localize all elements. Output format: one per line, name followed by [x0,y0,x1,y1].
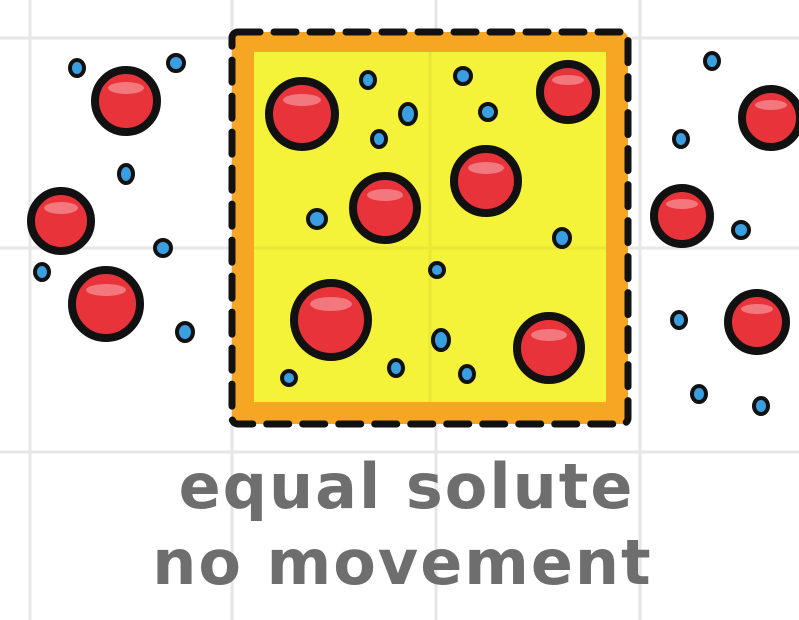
blue-water-molecule [754,398,768,414]
blue-water-molecule [692,386,706,402]
blue-water-molecule [733,222,749,238]
red-solute-particle [95,70,157,132]
red-solute-particle [353,176,417,240]
blue-water-molecule [35,264,49,280]
blue-water-molecule [480,104,496,120]
blue-water-molecule [119,165,133,183]
blue-water-molecule [177,323,193,341]
blue-water-molecule [674,131,688,147]
blue-water-molecule [400,104,416,124]
blue-water-molecule [430,263,444,277]
red-solute-particle [742,89,799,147]
blue-water-molecule [455,68,471,84]
red-solute-particle [31,191,91,251]
red-solute-particle [294,283,368,357]
red-solute-particle [72,270,140,338]
blue-water-molecule [168,55,184,71]
blue-water-molecule [282,371,296,385]
blue-water-molecule [433,330,449,350]
red-solute-particle [728,293,786,351]
caption-line-no-movement: no movement [0,528,799,598]
red-solute-particle [654,188,710,244]
red-solute-particle [540,64,596,120]
blue-water-molecule [155,240,171,256]
blue-water-molecule [705,53,719,69]
blue-water-molecule [672,312,686,328]
red-solute-particle [517,316,581,380]
caption-line-equal-solute: equal solute [0,452,799,522]
blue-water-molecule [70,60,84,76]
blue-water-molecule [372,131,386,147]
red-solute-particle [269,81,335,147]
blue-water-molecule [308,210,326,228]
red-solute-particle [454,149,518,213]
blue-water-molecule [389,360,403,376]
blue-water-molecule [361,72,375,88]
blue-water-molecule [554,229,570,247]
blue-water-molecule [460,366,474,382]
